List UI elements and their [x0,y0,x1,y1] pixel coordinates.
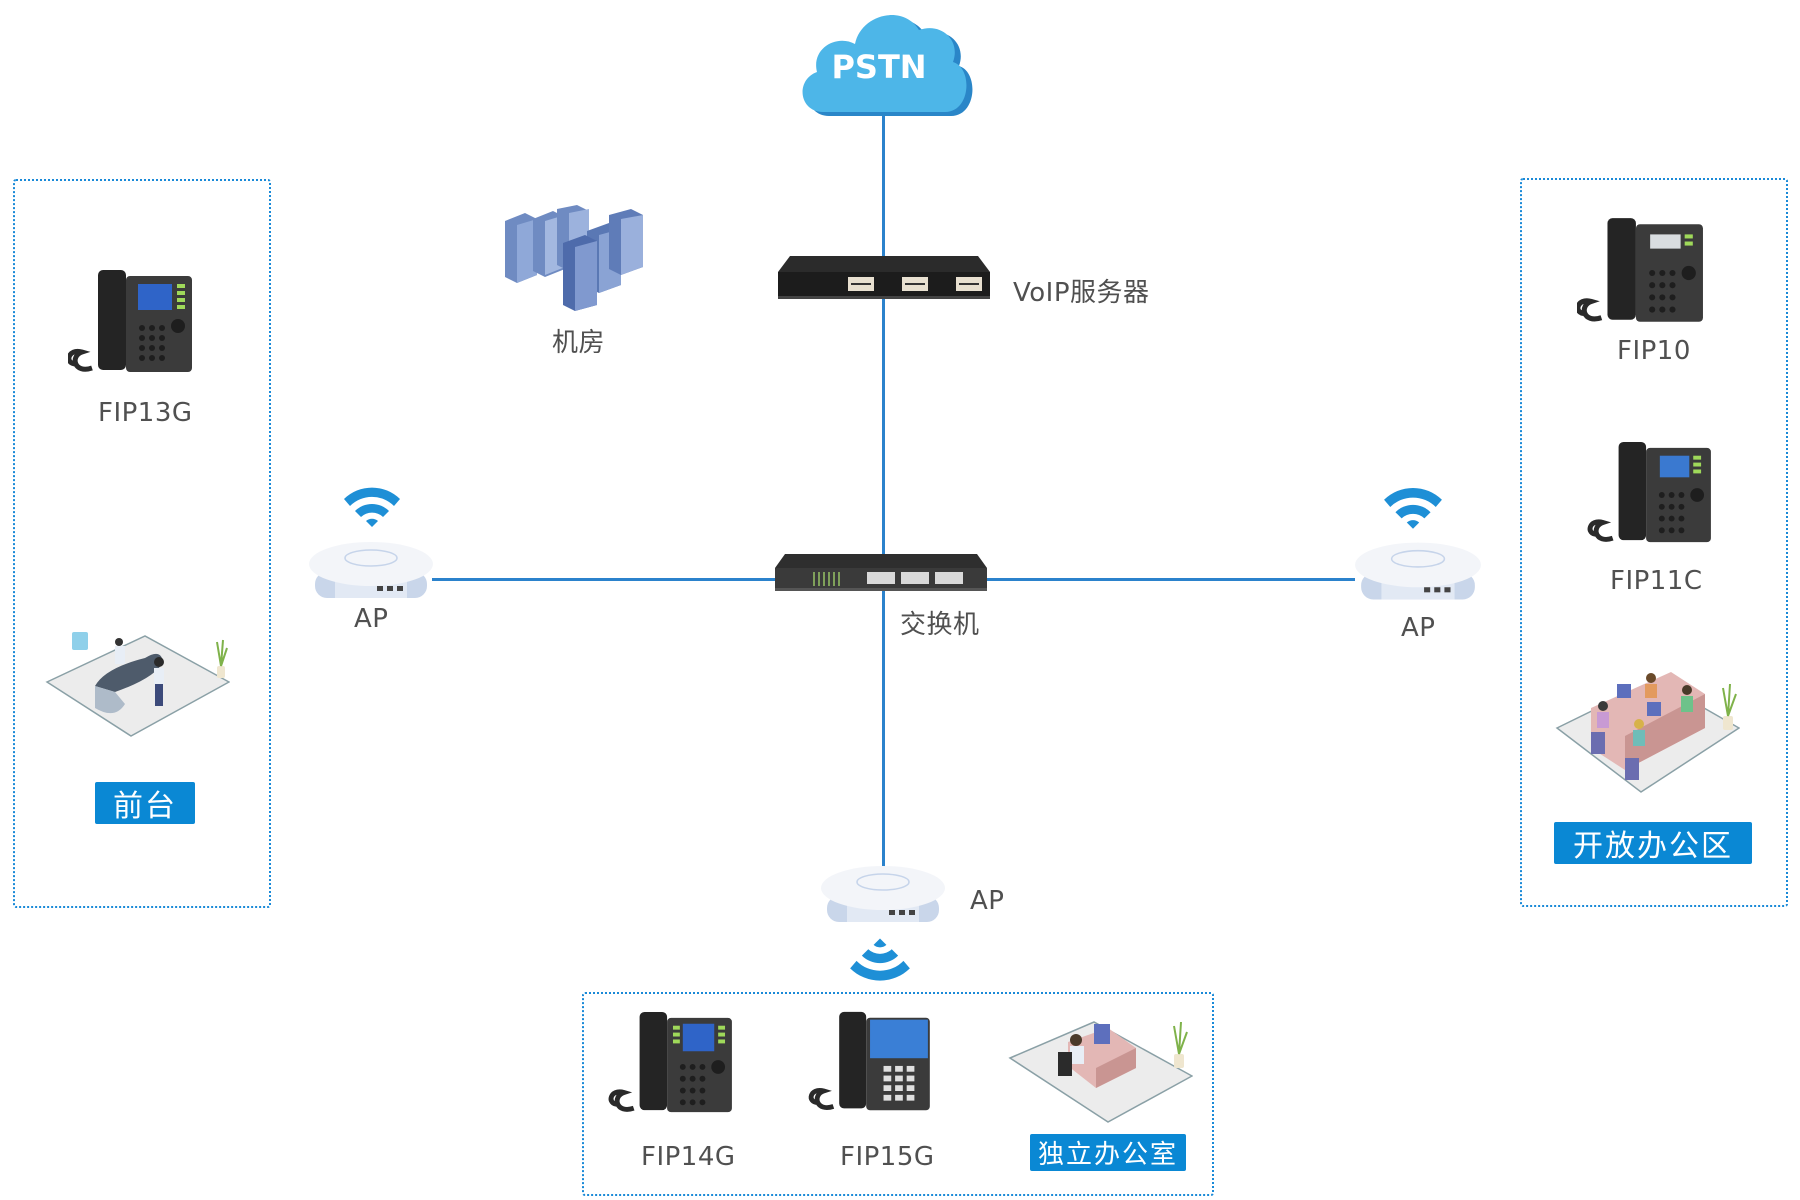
cloud-icon [802,15,973,116]
switch-icon [775,554,987,591]
zone-open-office-badge: 开放办公区 [1554,822,1752,864]
zone-front-desk [13,179,271,908]
phone-fip10-label: FIP10 [1617,336,1691,366]
private-office-icon [1008,1021,1193,1123]
link-left-ap-to-switch [432,578,777,581]
voip-server [776,252,992,302]
front-desk-illustration [45,628,230,748]
private-office-illustration [1008,1014,1193,1126]
phone-fip13g-label: FIP13G [98,398,193,428]
phone-fip14g [606,1010,738,1120]
wifi-icon-bottom [848,938,912,986]
server-room [503,205,648,313]
phone-fip14g-label: FIP14G [641,1142,736,1172]
network-switch [773,552,989,594]
link-switch-to-right-ap [985,578,1355,581]
pstn-label: PSTN [831,48,927,86]
pstn-cloud: PSTN [793,0,973,120]
open-office-illustration [1555,666,1740,796]
phone-fip15g [806,1010,936,1118]
desk-phone-icon [1577,218,1703,322]
zone-open-office [1520,178,1788,907]
zone-private-office-badge: 独立办公室 [1030,1134,1186,1171]
phone-fip13g [68,268,194,380]
access-point-bottom [819,862,947,926]
voip-server-label: VoIP服务器 [1013,278,1150,308]
access-point-icon [309,542,433,598]
reception-desk-icon [45,632,230,737]
switch-label: 交换机 [900,610,980,640]
phone-fip15g-label: FIP15G [840,1142,935,1172]
desk-phone-icon [808,1011,930,1111]
desk-phone-icon [68,270,192,372]
access-point-right-label: AP [1401,613,1436,643]
link-switch-to-bottom-ap [882,590,885,870]
access-point-icon [1355,542,1481,600]
zone-front-desk-badge: 前台 [95,782,195,824]
access-point-icon [821,866,945,922]
link-pstn-to-switch [882,110,885,570]
wifi-icon-left [342,483,402,527]
server-room-label: 机房 [552,328,606,358]
phone-fip11c [1586,440,1716,550]
server-rack-icon [505,205,643,311]
phone-fip11c-label: FIP11C [1610,566,1703,596]
zone-private-office [582,992,1214,1196]
access-point-right [1353,538,1483,604]
phone-fip10 [1577,214,1705,332]
access-point-bottom-label: AP [970,886,1005,916]
open-office-icon [1555,672,1740,793]
desk-phone-icon [608,1011,732,1113]
voip-server-icon [778,256,990,299]
access-point-left [307,538,435,602]
wifi-icon-right [1382,483,1444,529]
access-point-left-label: AP [354,604,389,634]
desk-phone-icon [1587,441,1711,543]
